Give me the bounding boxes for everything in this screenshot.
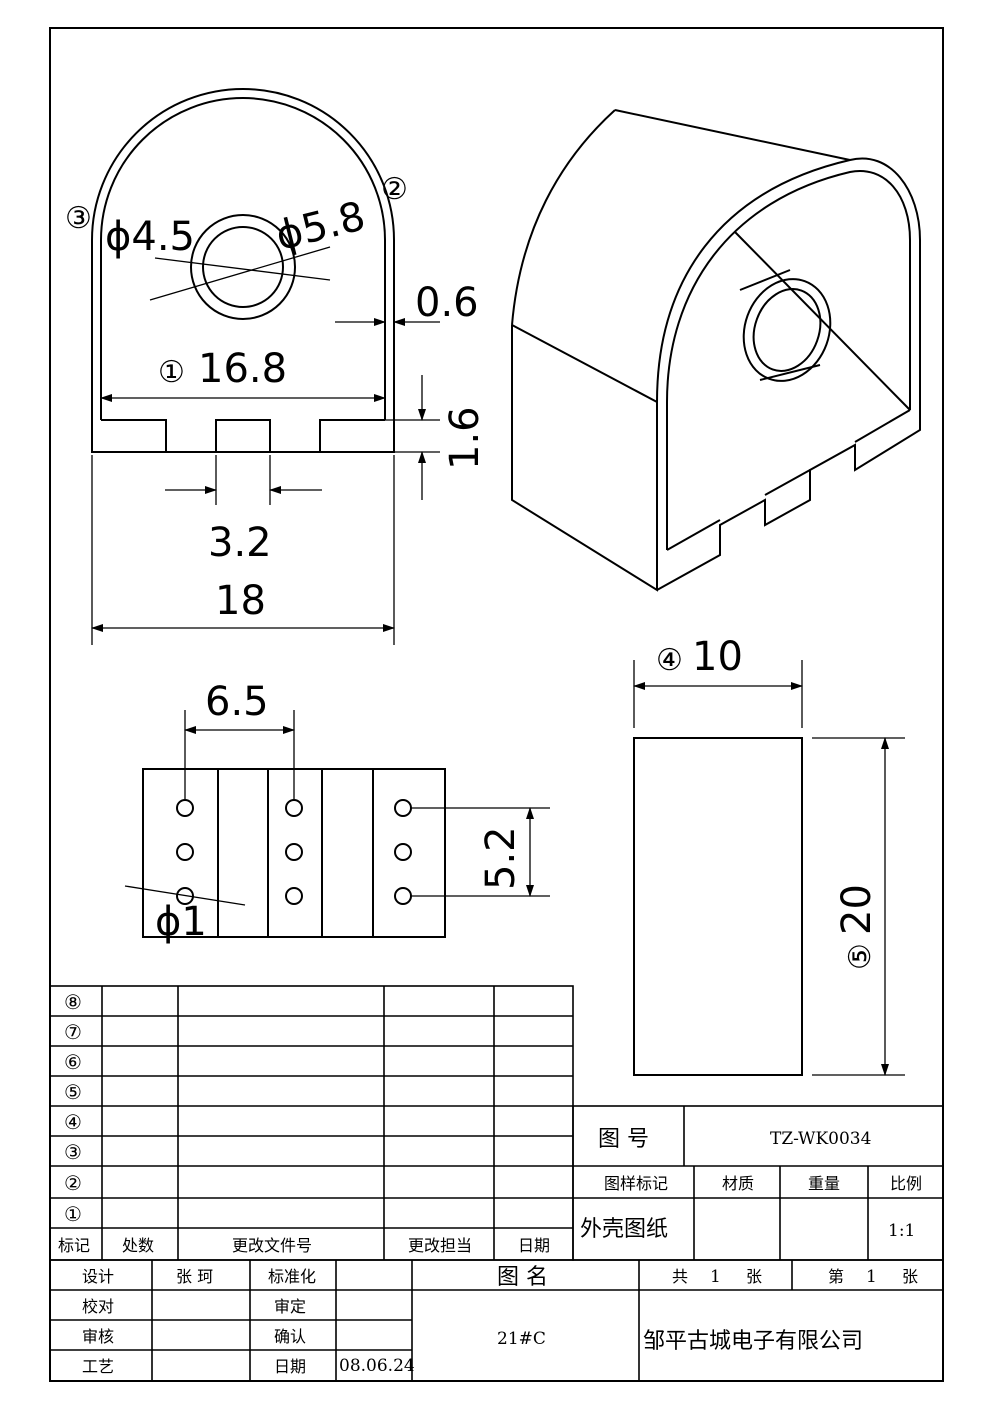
- designer: 张 珂: [176, 1267, 213, 1286]
- date-value: 08.06.24: [339, 1356, 415, 1376]
- dim-outer-width: 18: [215, 578, 266, 624]
- dim-slot-depth: 1.6: [442, 406, 488, 470]
- hole-outer: [190, 214, 296, 320]
- pin: [176, 843, 194, 861]
- pin: [394, 799, 412, 817]
- marker-1: ①: [158, 355, 185, 390]
- sheet-unit: 张: [746, 1267, 762, 1286]
- iso-mid-edge: [511, 324, 658, 403]
- leader-pin: [124, 885, 246, 906]
- front-outer-outline: [91, 88, 395, 453]
- approve-label: 审定: [274, 1297, 306, 1316]
- rev-row-label: ④: [64, 1110, 82, 1134]
- leader-hole-inner: [154, 257, 331, 281]
- iso-bottom-edge: [656, 420, 921, 591]
- drawing-name: 21#C: [497, 1329, 546, 1349]
- dim-depth: 10: [692, 634, 743, 680]
- company-name: 邹平古城电子有限公司: [643, 1329, 863, 1354]
- process-label: 工艺: [82, 1357, 114, 1376]
- total-label: 共: [672, 1267, 688, 1286]
- iso-tube-outer: [742, 278, 832, 382]
- total-sheets: 1: [710, 1267, 721, 1287]
- dim-inner-width: 16.8: [198, 346, 287, 392]
- standard-label: 标准化: [268, 1267, 316, 1286]
- hole-inner: [202, 226, 284, 308]
- marker-2: ②: [381, 172, 408, 207]
- rev-header: 处数: [122, 1236, 154, 1255]
- sample-mark-label: 图样标记: [604, 1174, 668, 1193]
- front-inner-outline: [100, 97, 386, 420]
- marker-5: ⑤: [843, 943, 878, 970]
- sheet-number: 1: [866, 1267, 877, 1287]
- iso-front-inner: [666, 169, 911, 550]
- iso-front-outer: [656, 157, 921, 590]
- confirm-label: 确认: [274, 1327, 306, 1346]
- revision-table: ⑧ ⑦ ⑥ ⑤ ④ ③ ② ① 标记 处数 更改文件号 更改担当 日期: [49, 985, 574, 1261]
- sheet-unit: 张: [902, 1267, 918, 1286]
- rev-row-label: ③: [64, 1140, 82, 1164]
- title-block-right: 图 号 TZ-WK0034 图样标记 材质 重量 比例 外壳图纸 1:1: [572, 1105, 944, 1261]
- dim-hole-inner: ϕ4.5: [105, 214, 195, 260]
- marker-4: ④: [656, 643, 683, 678]
- pin: [176, 887, 194, 905]
- pin: [285, 843, 303, 861]
- drawing-no: TZ-WK0034: [770, 1129, 871, 1149]
- iso-tube-inner: [752, 288, 822, 372]
- bottom-view: 6.5 5.2 ϕ1: [124, 679, 550, 945]
- side-view-outline: [633, 737, 803, 1076]
- drawing-no-label: 图 号: [598, 1127, 649, 1152]
- rev-row-label: ⑦: [64, 1020, 82, 1044]
- rev-row-label: ⑤: [64, 1080, 82, 1104]
- weight-label: 重量: [808, 1174, 840, 1193]
- side-view: ④ 10 ⑤ 20: [633, 634, 905, 1076]
- marker-3: ③: [65, 201, 92, 236]
- rev-row-label: ⑧: [64, 990, 82, 1014]
- iso-inner-floor: [734, 231, 911, 411]
- sheet-label: 第: [828, 1267, 844, 1286]
- dim-pitch-x: 6.5: [205, 679, 269, 725]
- pin: [176, 799, 194, 817]
- iso-side-face: [511, 325, 658, 592]
- dim-hole-outer: ϕ5.8: [271, 193, 369, 259]
- dim-pin: ϕ1: [155, 899, 207, 945]
- check-label: 校对: [82, 1297, 114, 1316]
- drawing-name-label: 图 名: [497, 1265, 548, 1290]
- rev-header: 标记: [58, 1236, 90, 1255]
- rev-header: 更改文件号: [232, 1236, 312, 1255]
- sample-mark: 外壳图纸: [580, 1217, 668, 1242]
- scale-value: 1:1: [888, 1221, 915, 1241]
- dim-pitch-y: 5.2: [478, 826, 524, 890]
- pin: [394, 843, 412, 861]
- rev-row-label: ⑥: [64, 1050, 82, 1074]
- date-label: 日期: [274, 1357, 306, 1376]
- review-label: 审核: [82, 1327, 114, 1346]
- front-slots: [101, 419, 385, 452]
- title-block-bottom: 设计 张 珂 标准化 校对 审定 审核 确认 工艺 日期 08.06.24 图 …: [49, 1259, 944, 1382]
- design-label: 设计: [82, 1267, 114, 1286]
- iso-top-edge: [614, 109, 851, 161]
- pin: [285, 887, 303, 905]
- pin: [285, 799, 303, 817]
- scale-label: 比例: [890, 1174, 922, 1193]
- dim-slot-width: 3.2: [208, 520, 272, 566]
- material-label: 材质: [722, 1174, 754, 1193]
- rev-header: 日期: [518, 1236, 550, 1255]
- dim-height: 20: [834, 884, 880, 935]
- front-view: ③ ϕ4.5 ϕ5.8 ② 0.6 ① 16.8 1.6 3.2 18: [65, 88, 488, 645]
- leader-hole-outer: [149, 246, 331, 301]
- isometric-view: [511, 109, 921, 592]
- rev-row-label: ②: [64, 1171, 82, 1195]
- pin: [394, 887, 412, 905]
- rev-row-label: ①: [64, 1202, 82, 1226]
- rev-header: 更改担当: [408, 1236, 472, 1255]
- dim-wall: 0.6: [415, 280, 479, 326]
- iso-back-arc: [511, 109, 616, 326]
